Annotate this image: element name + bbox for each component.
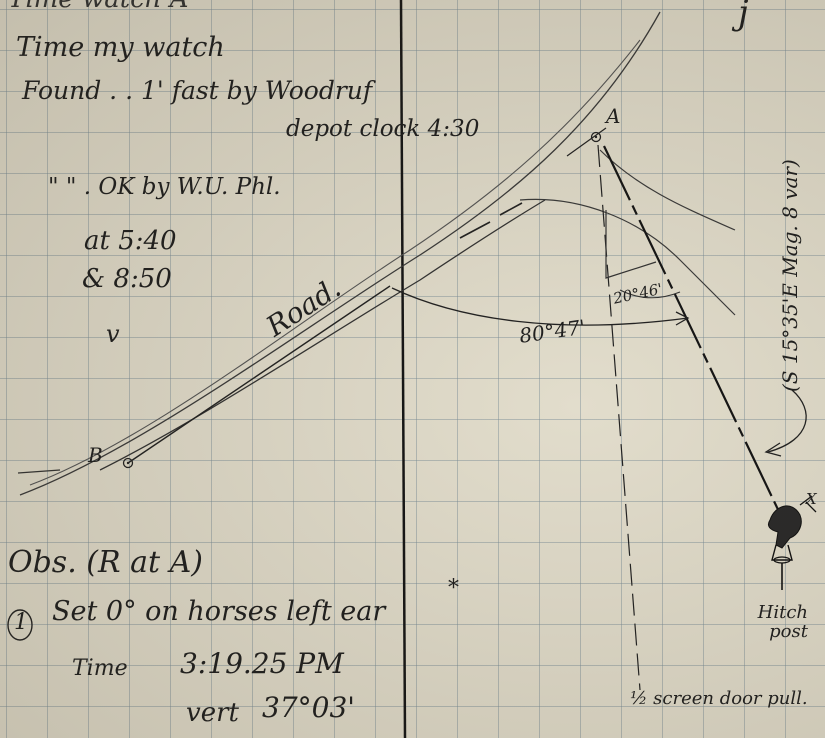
note-time-my-watch: Time my watch — [16, 32, 225, 63]
road-edge-lower — [99, 199, 546, 471]
margin-line — [399, 0, 407, 738]
obs-vert-value: 37°03' — [262, 691, 355, 724]
item-number-circle — [7, 609, 33, 641]
screen-door-label: ½ screen door pull. — [630, 688, 808, 709]
obs-time-value: 3:19.25 PM — [180, 647, 344, 680]
obs-heading: Obs. (R at A) — [8, 545, 203, 580]
angle-arc-20 — [619, 289, 681, 299]
point-x-label: X — [806, 490, 817, 508]
angle-arc-80 — [391, 287, 689, 326]
hitch-post-label: Hitch post — [757, 602, 808, 642]
obs-item-text: Set 0° on horses left ear — [52, 596, 386, 627]
point-b-label: B — [88, 443, 103, 467]
point-a-label: A — [606, 104, 621, 128]
obs-item-number: 1 — [14, 610, 28, 635]
obs-vert-label: vert — [186, 698, 239, 728]
road-edge-upper — [19, 11, 661, 496]
baseline-b-to-road — [127, 285, 391, 464]
left-tick — [17, 469, 61, 474]
point-a-marker — [590, 131, 602, 143]
side-road-upper — [599, 149, 736, 231]
note-top-cutoff: Time watch A — [8, 0, 189, 12]
bearing-label: (S 15°35'E Mag. 8 var) — [778, 159, 802, 392]
angle-box — [605, 210, 657, 279]
note-top-right-mark: j — [738, 0, 749, 33]
note-check-mark: v — [106, 320, 120, 348]
note-ok-by-wu: " " . OK by W.U. Phl. — [48, 174, 281, 200]
line-a-to-hitch-post — [603, 145, 784, 521]
note-and-850: & 8:50 — [82, 264, 172, 294]
road-dashes — [459, 202, 523, 239]
note-at-540: at 5:40 — [84, 226, 177, 256]
road-edge-middle — [29, 39, 641, 486]
hitch-post-drawing — [767, 495, 817, 590]
obs-asterisk: * — [448, 576, 459, 601]
note-depot-clock: depot clock 4:30 — [286, 116, 480, 142]
note-found-fast: Found . . 1' fast by Woodruf — [22, 76, 373, 105]
obs-time-label: Time — [72, 656, 128, 681]
bearing-arrow — [767, 389, 807, 453]
side-road-lower — [519, 198, 736, 316]
line-a-to-screen-door — [597, 144, 641, 691]
point-b-marker — [122, 457, 134, 469]
